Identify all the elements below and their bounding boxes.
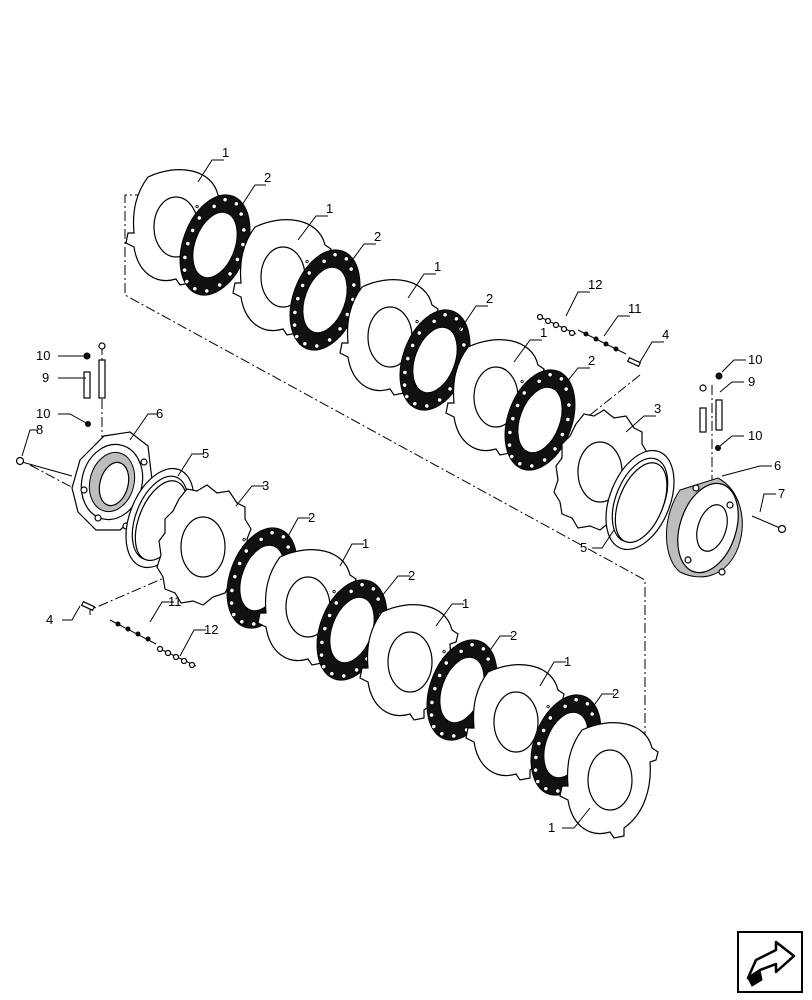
- bolt-left: [15, 456, 73, 477]
- callout-3: 3: [262, 478, 269, 493]
- callout-12: 12: [204, 622, 218, 637]
- bleed-screw-right: [699, 372, 723, 451]
- leader-lines: [21, 159, 776, 829]
- callout-2: 2: [264, 170, 271, 185]
- piston-housing-left: [71, 431, 153, 531]
- callout-1: 1: [326, 201, 333, 216]
- piston-housing-right: [666, 477, 743, 578]
- callout-3: 3: [654, 401, 661, 416]
- spring-set-upper: [536, 313, 577, 337]
- callout-9: 9: [42, 370, 49, 385]
- dowel-pin-lower: [80, 600, 96, 612]
- callout-1: 1: [548, 820, 555, 835]
- callout-2: 2: [588, 353, 595, 368]
- callout-4: 4: [662, 327, 669, 342]
- callout-12: 12: [588, 277, 602, 292]
- callout-5: 5: [202, 446, 209, 461]
- callout-1: 1: [540, 325, 547, 340]
- callout-10: 10: [36, 406, 50, 421]
- callout-1: 1: [222, 145, 229, 160]
- dowel-pin-upper: [626, 356, 642, 368]
- callout-10: 10: [748, 428, 762, 443]
- callout-8: 8: [36, 422, 43, 437]
- centerline-link-upper: [589, 372, 641, 416]
- callout-2: 2: [612, 686, 619, 701]
- callout-9: 9: [748, 374, 755, 389]
- callout-2: 2: [408, 568, 415, 583]
- callout-7: 7: [778, 486, 785, 501]
- callout-labels: 1 2 1 2 1 2 1 2 3 12 11 4 10 9 10 6 7 5 …: [36, 145, 785, 835]
- callout-10: 10: [748, 352, 762, 367]
- callout-6: 6: [156, 406, 163, 421]
- callout-2: 2: [486, 291, 493, 306]
- pin-set-lower: [109, 619, 157, 645]
- callout-2: 2: [308, 510, 315, 525]
- callout-1: 1: [462, 596, 469, 611]
- spring-set-lower: [156, 645, 197, 669]
- pin-set-upper: [577, 329, 627, 355]
- next-page-arrow-icon[interactable]: [737, 931, 803, 993]
- callout-4: 4: [46, 612, 53, 627]
- callout-6: 6: [774, 458, 781, 473]
- callout-2: 2: [374, 229, 381, 244]
- callout-1: 1: [564, 654, 571, 669]
- callout-5: 5: [580, 540, 587, 555]
- callout-1: 1: [434, 259, 441, 274]
- callout-11: 11: [628, 301, 642, 316]
- callout-11: 11: [168, 594, 182, 609]
- callout-1: 1: [362, 536, 369, 551]
- callout-2: 2: [510, 628, 517, 643]
- callout-10: 10: [36, 348, 50, 363]
- bolt-right: [751, 515, 787, 534]
